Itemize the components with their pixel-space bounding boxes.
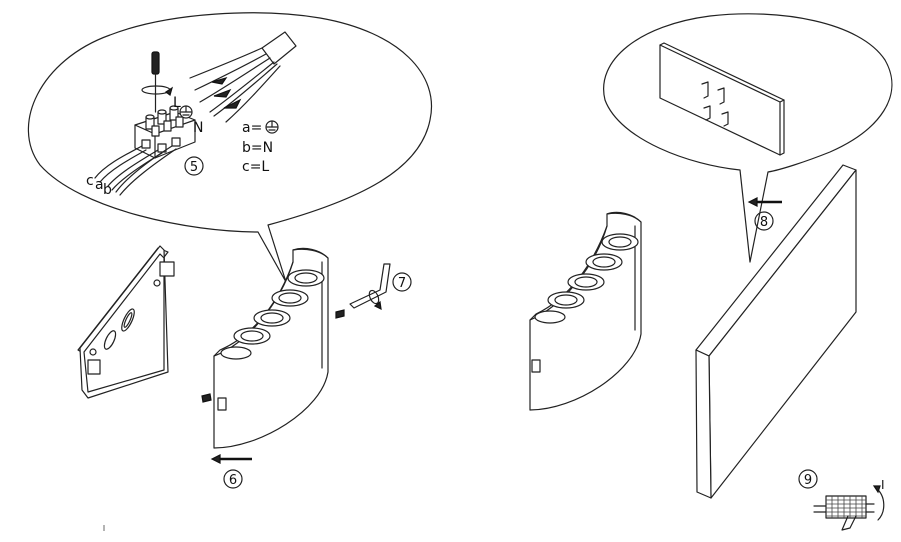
step-9-marker: 9 <box>798 469 818 489</box>
arrow-left-icon <box>747 197 782 207</box>
legend-line-c: c=L <box>242 159 269 175</box>
wire-label-a: a <box>95 177 104 193</box>
legend-line-a: a= <box>242 120 262 136</box>
step-9-number: 9 <box>804 473 812 488</box>
mounting-plate <box>77 245 175 399</box>
terminal-label-n: N <box>193 120 203 136</box>
step-5-number: 5 <box>190 160 198 175</box>
supply-cable <box>189 31 297 123</box>
ground-symbol-icon <box>265 120 279 134</box>
wire-label-b: b <box>103 182 112 198</box>
mounting-callout-bubble <box>603 13 893 263</box>
step-6-marker: 6 <box>223 469 243 489</box>
wall-luminaire <box>201 247 329 449</box>
ground-symbol-icon <box>179 105 193 119</box>
step-7-number: 7 <box>398 276 406 291</box>
step-7-marker: 7 <box>392 272 412 292</box>
wall-panel <box>695 164 857 499</box>
legend-line-b: b=N <box>242 140 273 156</box>
step-6-number: 6 <box>229 473 237 488</box>
wall-luminaire <box>529 211 642 411</box>
wiring-legend: a= b=N c=L <box>242 120 279 175</box>
switch-on-mark: I <box>881 478 885 492</box>
terminal-block <box>134 105 196 159</box>
switch-icon <box>813 485 885 531</box>
step-5-marker: 5 <box>184 156 204 176</box>
screwdriver-icon <box>141 51 174 113</box>
terminal-label-l: L <box>173 95 181 111</box>
step-8-number: 8 <box>760 215 768 230</box>
connected-wires <box>94 145 177 196</box>
luminaire-rings <box>220 269 325 360</box>
step-8-marker: 8 <box>754 211 774 231</box>
hex-key-icon <box>335 263 391 319</box>
arrow-left-icon <box>210 454 252 464</box>
wiring-callout-bubble <box>27 12 432 283</box>
wire-label-c: c <box>86 173 94 189</box>
